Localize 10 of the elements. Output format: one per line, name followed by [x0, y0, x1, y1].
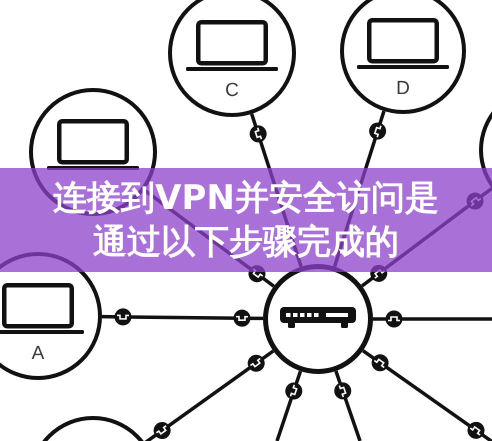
- connector-line: [334, 370, 362, 441]
- connector-line: [373, 317, 492, 321]
- connector-line: [275, 370, 302, 441]
- node-label: C: [225, 80, 239, 102]
- connector-line: [144, 350, 274, 441]
- node-label: D: [396, 78, 410, 100]
- title: 连接到VPN并安全访问是通过以下步骤完成的: [52, 177, 440, 264]
- node-label: A: [32, 343, 44, 365]
- connector-line: [362, 349, 492, 441]
- connector-line: [102, 314, 264, 320]
